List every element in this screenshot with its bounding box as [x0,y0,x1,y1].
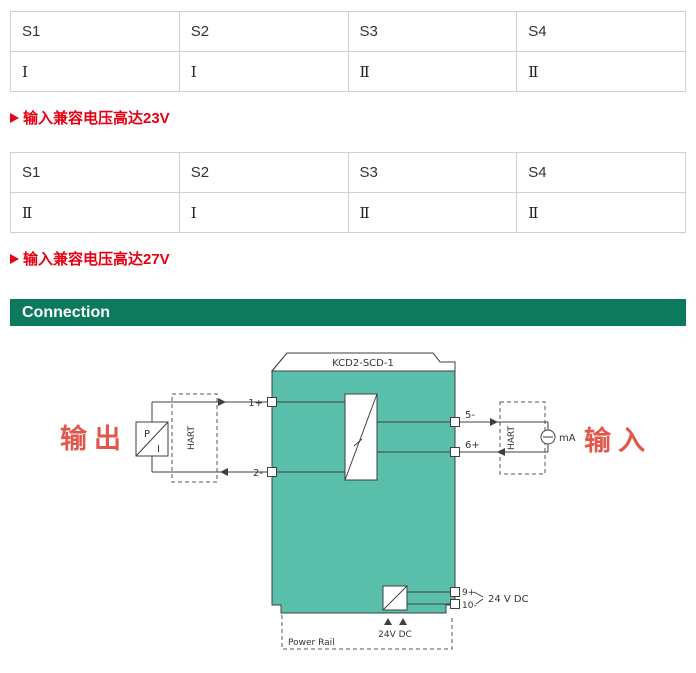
pi-converter-p: P [144,429,150,440]
header-cell: S1 [10,11,180,52]
supply-right-label: 24 V DC [488,594,529,605]
field-circuit-output: P I HART 输出 [60,393,267,483]
power-supply-section: 9+ 10- 24 V DC [382,585,529,611]
device-housing: KCD2-SCD-1 [270,352,456,614]
terminal-6-label: 6+ [465,440,480,451]
value-cell: Ⅰ [178,51,349,92]
table-row: S1 S2 S3 S4 [10,11,686,52]
pi-converter-i: I [157,444,160,455]
value-cell: Ⅰ [178,192,349,233]
terminal-5-label: 5- [465,410,475,421]
switch-table-1: S1 S2 S3 S4 Ⅰ Ⅰ Ⅱ Ⅱ [10,11,686,92]
terminal-1-label: 1+ [248,398,263,409]
header-cell: S3 [347,11,518,52]
connection-diagram: KCD2-SCD-1 1+ 2- 5- 6+ P I HART [10,334,686,667]
connection-diagram-svg: KCD2-SCD-1 1+ 2- 5- 6+ P I HART [60,352,652,650]
note-27v: 输入兼容电压高达27V [10,248,686,269]
terminal-9-label: 9+ [462,588,475,598]
note-text: 输入兼容电压高达23V [23,110,170,127]
note-text: 输入兼容电压高达27V [23,251,170,268]
note-23v: 输入兼容电压高达23V [10,107,686,128]
value-cell: Ⅱ [347,51,518,92]
field-circuit-input: HART mA 输入 [460,401,652,475]
switch-table-2: S1 S2 S3 S4 Ⅱ Ⅰ Ⅱ Ⅱ [10,152,686,233]
meter-label: mA [559,433,576,444]
power-rail-label: Power Rail [288,638,335,648]
arrow-icon [10,253,19,264]
arrow-left-icon [497,448,505,456]
header-cell: S4 [516,11,686,52]
section-header-connection: Connection [10,299,686,326]
header-cell: S1 [10,152,180,193]
value-cell: Ⅱ [516,51,686,92]
hart-label-right: HART [507,425,517,450]
output-label: 输出 [60,423,128,455]
arrow-up-icon [384,618,392,625]
header-cell: S3 [347,152,518,193]
arrow-right-icon [218,398,226,406]
value-cell: Ⅱ [10,192,180,233]
value-cell: Ⅱ [347,192,518,233]
value-cell: Ⅰ [10,51,180,92]
arrow-left-icon [220,468,228,476]
header-cell: S2 [178,152,349,193]
right-terminals: 5- 6+ [377,410,480,457]
table-row: S1 S2 S3 S4 [10,152,686,193]
table-row: Ⅰ Ⅰ Ⅱ Ⅱ [10,51,686,92]
table-row: Ⅱ Ⅰ Ⅱ Ⅱ [10,192,686,233]
header-cell: S4 [516,152,686,193]
device-label: KCD2-SCD-1 [332,358,394,369]
terminal-2-label: 2- [253,468,263,479]
arrow-icon [10,112,19,123]
power-rail-section: 24V DC Power Rail [281,615,453,650]
arrow-right-icon [490,418,498,426]
input-label: 输入 [584,425,652,457]
supply-bottom-label: 24V DC [378,630,412,640]
value-cell: Ⅱ [516,192,686,233]
header-cell: S2 [178,11,349,52]
isolation-amplifier-symbol [344,393,378,481]
hart-label-left: HART [187,425,197,450]
terminal-10-label: 10- [462,601,477,611]
left-terminals: 1+ 2- [248,397,345,479]
arrow-up-icon [399,618,407,625]
